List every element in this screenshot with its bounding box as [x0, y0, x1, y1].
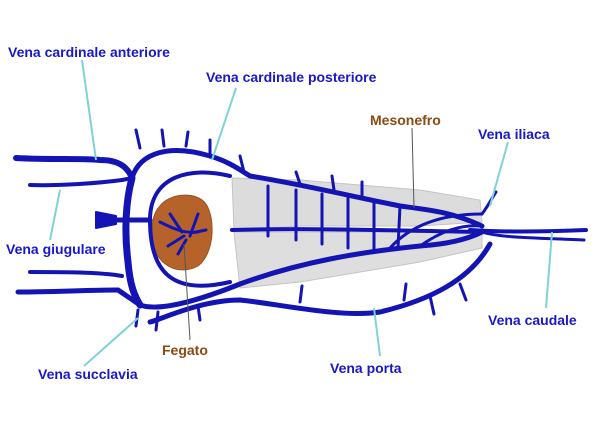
label-mesonefro: Mesonefro: [370, 112, 441, 128]
leader-lines: [49, 59, 553, 367]
vein-network: [13, 128, 588, 332]
label-vena-porta: Vena porta: [330, 360, 402, 376]
label-vena-giugulare: Vena giugulare: [6, 241, 106, 257]
leader-lines-grey: [183, 127, 415, 341]
label-fegato: Fegato: [162, 342, 208, 358]
label-vena-caudale: Vena caudale: [488, 312, 577, 328]
label-vena-iliaca: Vena iliaca: [478, 126, 550, 142]
label-vena-cardinale-posteriore: Vena cardinale posteriore: [206, 69, 377, 85]
label-vena-succlavia: Vena succlavia: [38, 366, 138, 382]
label-vena-cardinale-anteriore: Vena cardinale anteriore: [8, 44, 170, 60]
